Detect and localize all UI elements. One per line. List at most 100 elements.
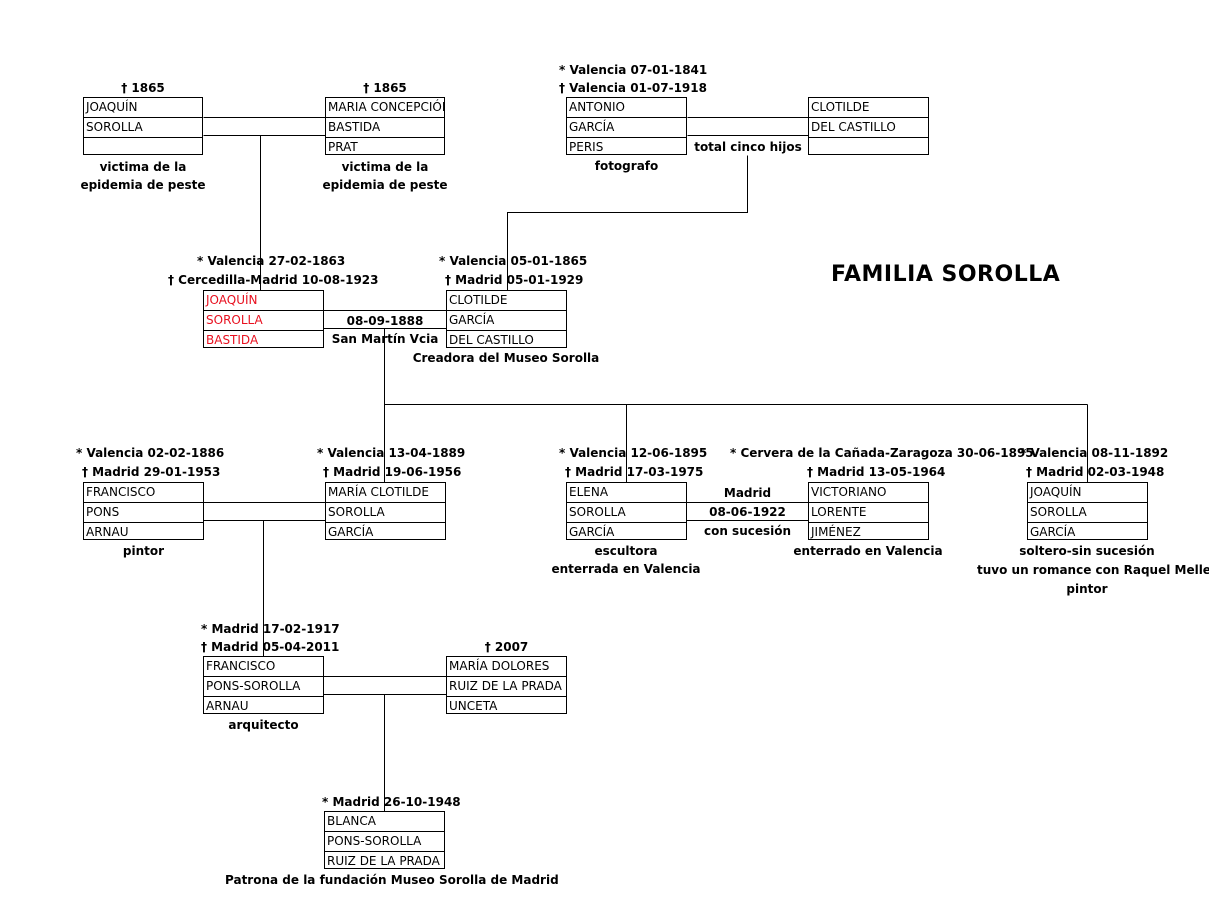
note-label: pintor [122,544,165,558]
note-label: escultora [594,544,658,558]
name-line: RUIZ DE LA PRADA [447,677,566,697]
person-box-antonio-garcia: ANTONIO GARCÍA PERIS [566,97,687,155]
date-label: † Madrid 05-01-1929 [445,273,584,287]
date-label: * Valencia 05-01-1865 [439,254,588,268]
person-box-joaquin-sorolla-garcia: JOAQUÍN SOROLLA GARCÍA [1027,482,1148,540]
date-label: † 2007 [484,640,529,654]
name-line: CLOTILDE [809,98,928,118]
person-box-francisco-pons-sorolla: FRANCISCO PONS-SOROLLA ARNAU [203,656,324,714]
person-box-clotilde-del-castillo: CLOTILDE DEL CASTILLO [808,97,929,155]
date-label: * Valencia 12-06-1895 [559,446,708,460]
name-line: GARCÍA [328,525,374,539]
marriage-line-sorolla-lorente [686,502,809,521]
marriage-place: Madrid [723,486,772,500]
person-box-elena-sorolla: ELENA SOROLLA GARCÍA [566,482,687,540]
name-line: ELENA [567,483,686,503]
name-line: PRAT [328,140,358,154]
note-label: soltero-sin sucesión [1019,544,1155,558]
name-line: SOROLLA [84,118,202,138]
name-line: GARCÍA [1030,525,1076,539]
name-line: GARCÍA [567,118,686,138]
date-label: † Madrid 05-04-2011 [201,640,340,654]
date-label: † Madrid 17-03-1975 [565,465,704,479]
marriage-line-garcia-castillo [687,117,809,136]
marriage-line-pons-ruiz [323,676,447,695]
note-label: Creadora del Museo Sorolla [412,351,600,365]
name-line: DEL CASTILLO [809,118,928,138]
name-line: ARNAU [86,525,129,539]
date-label: † Cercedilla-Madrid 10-08-1923 [168,273,379,287]
name-line: JOAQUÍN [1028,483,1147,503]
person-box-francisco-pons: FRANCISCO PONS ARNAU [83,482,204,540]
name-line: PERIS [569,140,604,154]
date-label: * Valencia 13-04-1889 [317,446,466,460]
name-line: CLOTILDE [447,291,566,311]
name-line: JOAQUÍN [84,98,202,118]
name-line: PONS-SOROLLA [204,677,323,697]
note-label: victima de la [99,160,187,174]
name-line: JOAQUÍN [204,291,323,311]
name-line: SOROLLA [1028,503,1147,523]
date-label: † 1865 [363,81,407,95]
person-box-maria-concepcion: MARIA CONCEPCIÓN BASTIDA PRAT [325,97,445,155]
note-label: enterrado en Valencia [793,544,943,558]
person-box-clotilde-garcia: CLOTILDE GARCÍA DEL CASTILLO [446,290,567,348]
date-label: * Valencia 27-02-1863 [197,254,346,268]
name-line: BASTIDA [206,333,259,347]
marriage-place: San Martín Vcia [331,332,439,346]
marriage-note: con sucesión [703,524,792,538]
note-label: enterrada en Valencia [551,562,701,576]
note-label: Patrona de la fundación Museo Sorolla de… [225,873,559,887]
note-label: tuvo un romance con Raquel Meller [977,563,1209,577]
marriage-date: 08-06-1922 [709,505,786,519]
date-label: † Valencia 01-07-1918 [559,81,707,95]
name-line: UNCETA [449,699,498,713]
marriage-line-sorolla-bastida [203,117,326,136]
name-line: LORENTE [809,503,928,523]
person-box-blanca-pons-sorolla: BLANCA PONS-SOROLLA RUIZ DE LA PRADA [324,811,445,869]
date-label: † Madrid 02-03-1948 [1026,465,1165,479]
note-label: epidemia de peste [80,178,206,192]
date-label: * Madrid 17-02-1917 [201,622,340,636]
note-label: fotografo [594,159,659,173]
date-label: † 1865 [121,81,165,95]
name-line: JIMÉNEZ [811,525,861,539]
marriage-line-pons-sorolla [203,502,326,521]
note-label: victima de la [341,160,429,174]
date-label: † Madrid 13-05-1964 [807,465,946,479]
person-box-maria-clotilde: MARÍA CLOTILDE SOROLLA GARCÍA [325,482,446,540]
marriage-date: 08-09-1888 [346,314,424,328]
note-label: epidemia de peste [322,178,448,192]
date-label: * Valencia 02-02-1886 [76,446,225,460]
name-line: FRANCISCO [204,657,323,677]
person-box-joaquin-sorolla-bastida: JOAQUÍN SOROLLA BASTIDA [203,290,324,348]
date-label: † Madrid 19-06-1956 [323,465,462,479]
person-box-victoriano-lorente: VICTORIANO LORENTE JIMÉNEZ [808,482,929,540]
date-label: † Madrid 29-01-1953 [82,465,221,479]
name-line: GARCÍA [569,525,615,539]
name-line: PONS [84,503,203,523]
name-line [809,138,928,157]
date-label: * Valencia 07-01-1841 [559,63,708,77]
person-box-maria-dolores: MARÍA DOLORES RUIZ DE LA PRADA UNCETA [446,656,567,714]
name-line: FRANCISCO [84,483,203,503]
date-label: * Cervera de la Cañada-Zaragoza 30-06-18… [730,446,1034,460]
name-line: RUIZ DE LA PRADA [327,854,440,868]
date-label: * Madrid 26-10-1948 [322,795,461,809]
name-line: DEL CASTILLO [449,333,534,347]
name-line: SOROLLA [204,311,323,331]
child-drops [384,404,1088,485]
descent-line-clotilde [507,155,748,294]
name-line: ANTONIO [567,98,686,118]
note-label: arquitecto [228,718,299,732]
marriage-note: total cinco hijos [694,140,802,154]
name-line: MARÍA DOLORES [447,657,566,677]
name-line: ARNAU [206,699,249,713]
date-label: * Valencia 08-11-1892 [1020,446,1169,460]
diagram-title: FAMILIA SOROLLA [831,262,1061,287]
name-line: MARÍA CLOTILDE [326,483,445,503]
name-line: PONS-SOROLLA [325,832,444,852]
name-line: SOROLLA [326,503,445,523]
person-box-joaquin-sorolla-sr: JOAQUÍN SOROLLA [83,97,203,155]
